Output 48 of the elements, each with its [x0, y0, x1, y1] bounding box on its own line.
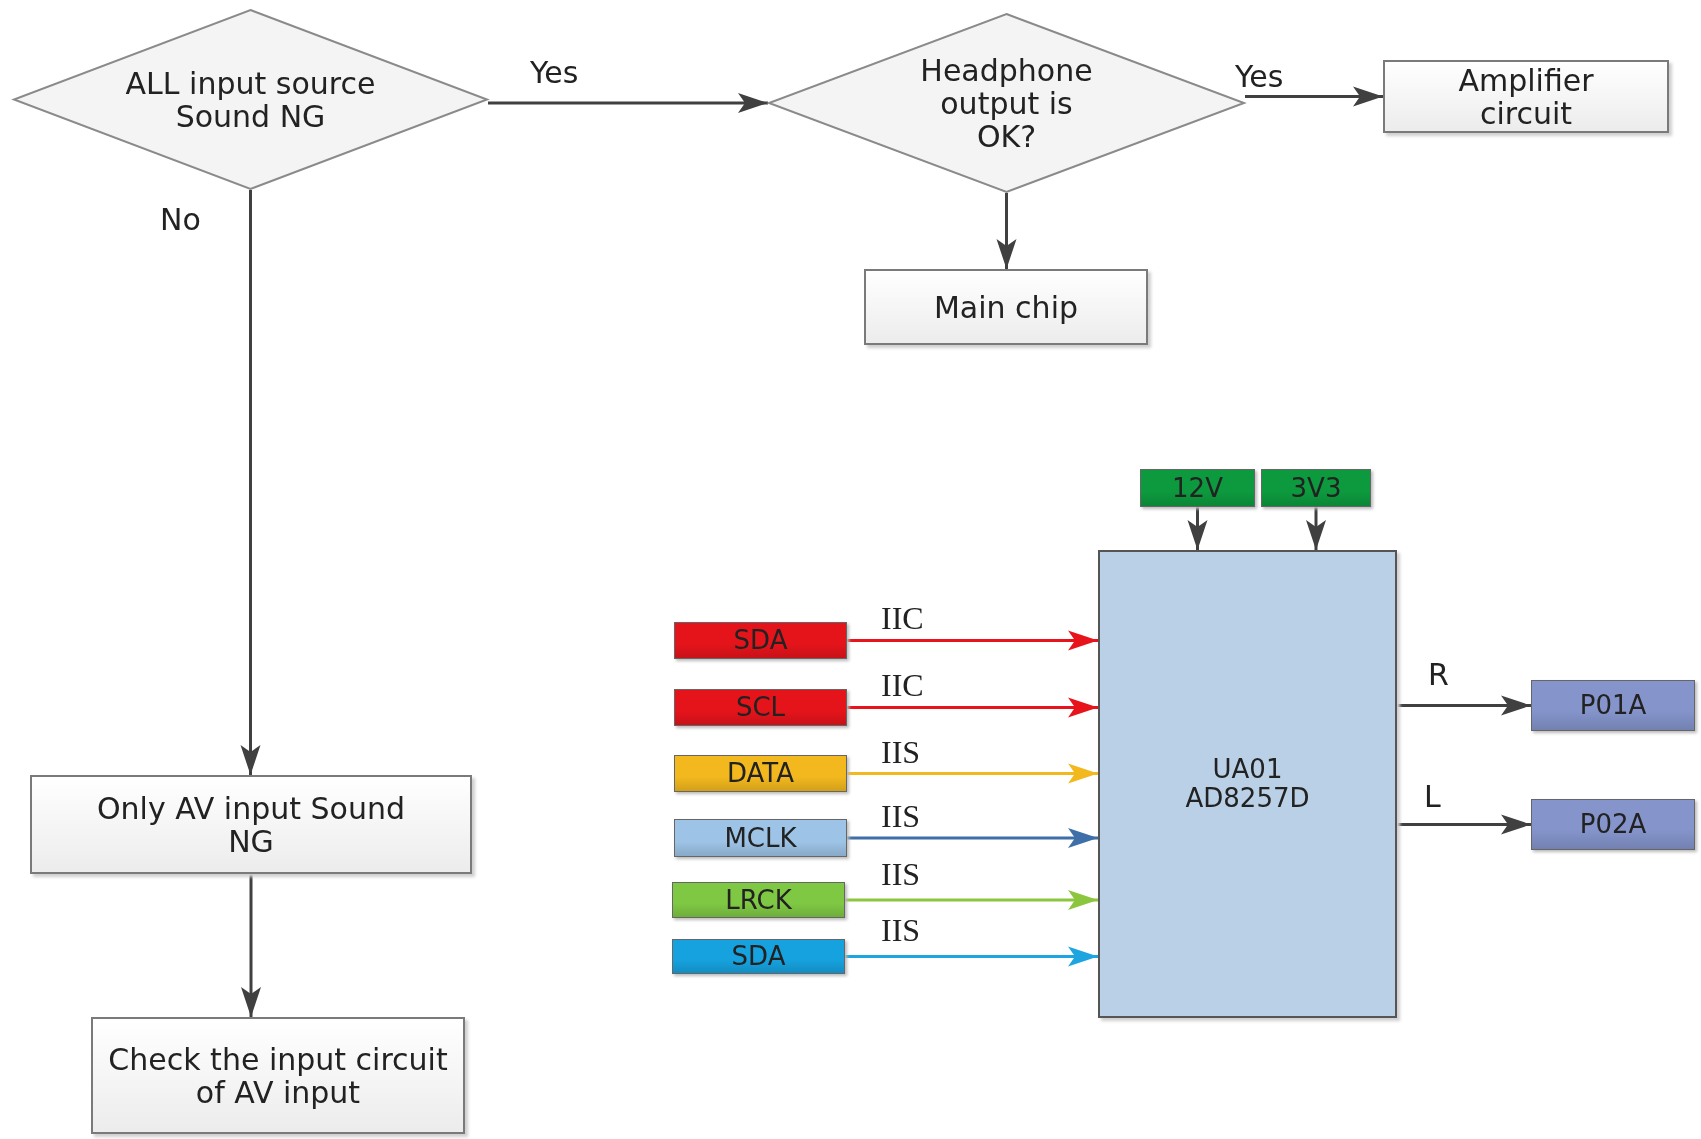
- node-text: SDA: [731, 942, 786, 971]
- node-text: SDA: [733, 626, 788, 655]
- node-text: Main chip: [933, 290, 1078, 324]
- node-text: UA01 AD8257D: [1184, 755, 1311, 813]
- node-text: Only AV input Sound NG: [95, 791, 407, 858]
- arrow: [845, 946, 1098, 967]
- arrow: [1245, 86, 1383, 107]
- signal-tag: [674, 622, 847, 659]
- signal-tag: [674, 689, 847, 726]
- process-box: [30, 775, 472, 874]
- arrow: [240, 190, 261, 775]
- node-text: P02A: [1579, 810, 1647, 839]
- arrow: [847, 630, 1098, 651]
- arrow: [241, 874, 261, 1017]
- arrow: [847, 697, 1098, 718]
- node-text: P01A: [1579, 691, 1647, 720]
- arrow: [847, 763, 1098, 784]
- chip-block: [1098, 550, 1397, 1018]
- signal-tag: [1261, 469, 1371, 507]
- node-text: 3V3: [1290, 473, 1342, 503]
- node-text: ALL input source Sound NG: [124, 66, 377, 133]
- process-box: [864, 269, 1148, 345]
- node-text: 12V: [1172, 473, 1223, 503]
- node-text: Check the input circuit of AV input: [107, 1042, 449, 1109]
- decision-diamond: [13, 9, 488, 190]
- process-box: [91, 1017, 465, 1134]
- node-text: SCL: [735, 693, 786, 722]
- process-box: [1383, 60, 1669, 133]
- node-text: DATA: [727, 759, 794, 788]
- arrow: [847, 828, 1098, 848]
- arrow: [1306, 507, 1326, 550]
- arrow: [1397, 695, 1531, 716]
- signal-tag: [672, 939, 845, 974]
- arrow: [488, 93, 768, 113]
- signal-tag: [1140, 469, 1255, 507]
- arrow: [1397, 814, 1531, 835]
- node-text: Amplifier circuit: [1457, 63, 1595, 130]
- arrow: [996, 193, 1017, 269]
- signal-tag: [1531, 680, 1695, 731]
- node-text: LRCK: [725, 885, 792, 915]
- node-text: MCLK: [724, 823, 797, 853]
- node-text: Headphone output is OK?: [919, 53, 1094, 153]
- arrow: [845, 890, 1098, 910]
- signal-tag: [674, 755, 847, 792]
- arrow: [1187, 507, 1208, 550]
- signal-tag: [674, 819, 847, 857]
- signal-tag: [672, 882, 845, 918]
- signal-tag: [1531, 799, 1695, 850]
